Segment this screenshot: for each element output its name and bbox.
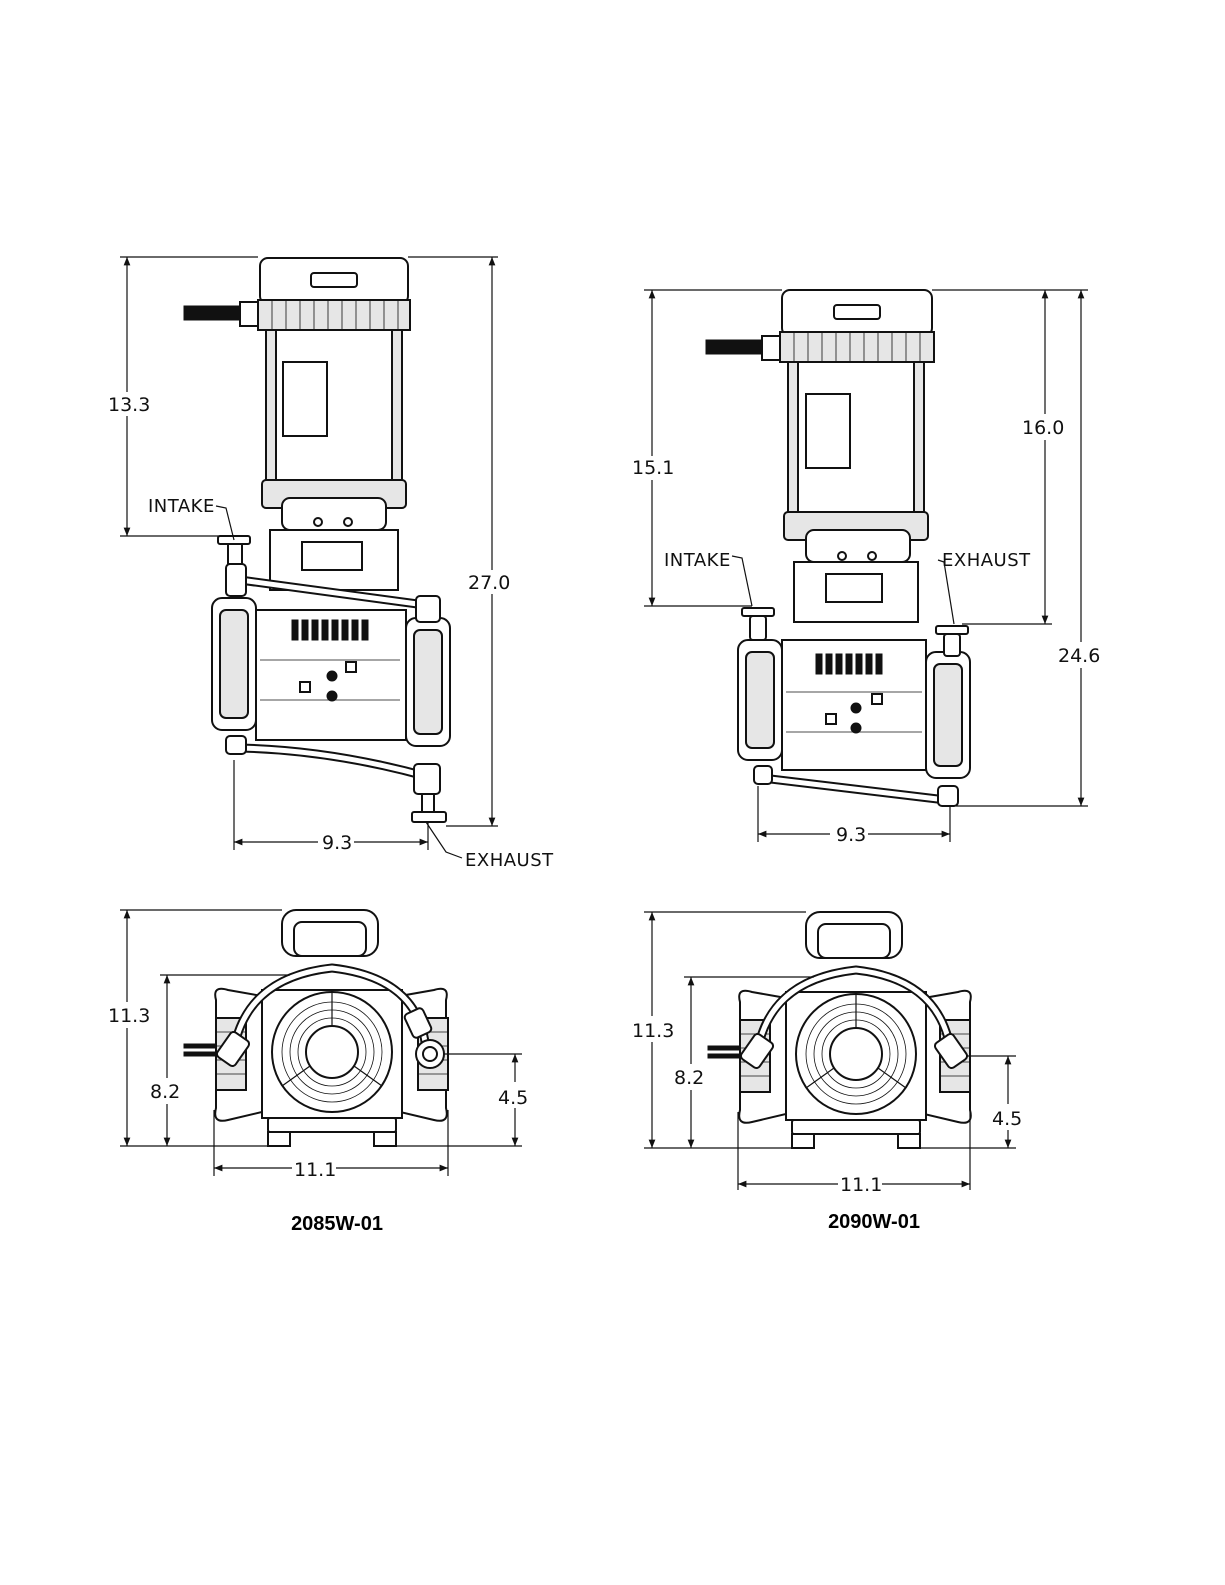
end-view-2090w: 11.3 8.2 4.5 11.1 <box>632 912 1022 1196</box>
dim-body-height: 8.2 <box>150 1081 180 1103</box>
dim-upper-height: 13.3 <box>108 394 150 416</box>
dim-port-height: 4.5 <box>992 1108 1022 1130</box>
model-label-2090w: 2090W-01 <box>828 1211 920 1233</box>
dim-total-height: 11.3 <box>108 1005 150 1027</box>
pump-end-drawing <box>184 910 448 1146</box>
side-view-2085w: 13.3 27.0 9.3 INTAKE EXHAUST <box>108 257 554 871</box>
side-view-2090w: 15.1 16.0 24.6 9.3 INTAKE EXHAUST <box>632 290 1100 846</box>
exhaust-label: EXHAUST <box>942 550 1031 571</box>
dim-total-height: 24.6 <box>1058 645 1100 667</box>
pump-drawing <box>184 258 450 822</box>
dim-intake-height: 15.1 <box>632 457 674 479</box>
dim-total-height: 11.3 <box>632 1020 674 1042</box>
model-label-2085w: 2085W-01 <box>291 1213 383 1235</box>
intake-label: INTAKE <box>664 550 731 571</box>
dim-width: 11.1 <box>294 1159 336 1181</box>
dim-port-height: 4.5 <box>498 1087 528 1109</box>
dim-width: 9.3 <box>836 824 866 846</box>
end-view-2085w: 11.3 8.2 4.5 11.1 <box>108 910 528 1181</box>
pump-drawing <box>706 290 970 806</box>
dim-exhaust-height: 16.0 <box>1022 417 1064 439</box>
dim-total-height: 27.0 <box>468 572 510 594</box>
pump-end-drawing <box>708 912 971 1148</box>
dim-width: 9.3 <box>322 832 352 854</box>
dim-width: 11.1 <box>840 1174 882 1196</box>
intake-label: INTAKE <box>148 496 215 517</box>
exhaust-label: EXHAUST <box>465 850 554 871</box>
dim-body-height: 8.2 <box>674 1067 704 1089</box>
